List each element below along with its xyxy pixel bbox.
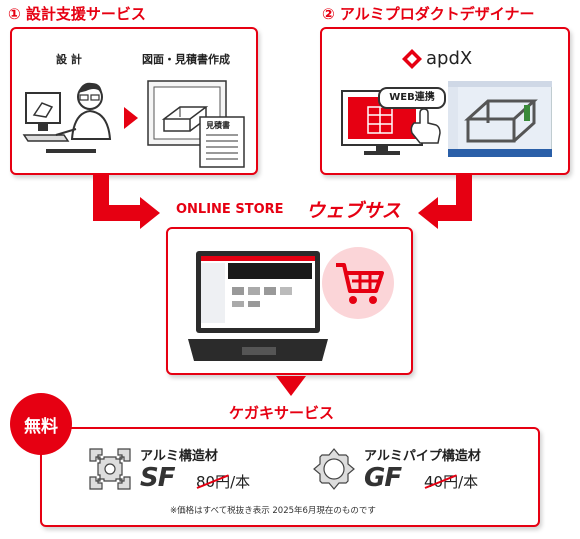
arrow-down-icon	[276, 376, 306, 396]
drawing-illustration	[147, 80, 245, 168]
free-badge: 無料	[10, 393, 72, 455]
online-store-box	[166, 227, 413, 375]
kegaki-box: アルミ構造材 SF 80円/本 アルミパイプ構造材 GF 40円/本 ※価格はす…	[40, 427, 540, 527]
arrow-left-horizontal	[93, 205, 143, 221]
drawing-label: 図面・見積書作成	[142, 53, 230, 66]
laptop-illustration	[188, 251, 328, 361]
web-link-badge: WEB連携	[378, 87, 446, 109]
arrow-right-vertical	[456, 175, 472, 213]
price-note: ※価格はすべて税抜き表示 2025年6月現在のものです	[170, 506, 376, 516]
product-price: 80円/本	[196, 473, 251, 491]
hand-pointer-icon	[410, 109, 441, 144]
designer-illustration	[22, 82, 112, 153]
arrow-right-head-icon	[140, 197, 160, 229]
store-prefix: ONLINE STORE	[176, 202, 284, 217]
arrow-left-head-icon	[418, 197, 438, 229]
arrow-left-vertical	[93, 175, 109, 213]
apdx-logo-icon	[402, 49, 422, 69]
arrow-right-icon	[124, 107, 138, 129]
section1-title: ① 設計支援サービス	[8, 5, 146, 23]
product-code: SF	[140, 463, 175, 493]
cart-circle	[322, 247, 394, 319]
design-label: 設 計	[56, 53, 82, 66]
apdx-box: apdX WEB連携	[320, 27, 570, 175]
store-name: ウェブサス	[306, 200, 401, 222]
arrow-right-horizontal	[436, 205, 472, 221]
product-price: 40円/本	[424, 473, 479, 491]
aluminum-pipe-icon	[313, 448, 355, 490]
kegaki-title: ケガキサービス	[229, 404, 335, 422]
shopping-cart-icon	[336, 263, 384, 304]
product-name: アルミ構造材	[140, 449, 218, 464]
product-name: アルミパイプ構造材	[364, 449, 481, 464]
doc-label: 見積書	[206, 121, 230, 130]
section2-title: ② アルミプロダクトデザイナー	[322, 5, 535, 23]
cad-screenshot	[448, 81, 552, 157]
apdx-logo-text: apdX	[426, 48, 473, 69]
product-code: GF	[364, 463, 402, 493]
aluminum-frame-icon	[89, 448, 131, 490]
design-support-box: 設 計 図面・見積書作成 見積書	[10, 27, 258, 175]
